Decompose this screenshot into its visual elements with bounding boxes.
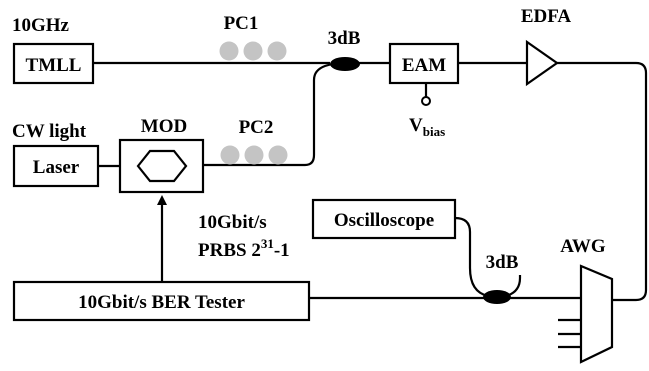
tmll-label: TMLL [26,55,82,76]
pc1-paddle [267,41,287,61]
fiber-osc-coupler [454,216,489,298]
prbs-label: PRBS 231-1 [198,236,290,261]
awg-symbol [579,264,614,364]
pc2-paddle [220,145,240,165]
coupler-top [330,57,360,71]
vbias-label: Vbias [409,115,445,139]
mod-label: MOD [141,116,187,137]
mod-interferometer-icon [136,149,188,183]
pc2-label: PC2 [239,117,274,138]
laser-label: Laser [33,157,80,178]
prbs-exponent: 31 [261,236,274,251]
pc1-paddle [243,41,263,61]
coupler-bottom [483,290,511,304]
ber-tester-box [12,280,311,322]
laser-box [12,144,100,188]
oscilloscope-box [311,198,457,240]
eam-label: EAM [402,55,446,76]
fiber-edfa-awg [557,61,648,302]
pc1-paddle [219,41,239,61]
pc1-label: PC1 [224,13,259,34]
vbias-terminal [421,96,431,106]
coupler-top-label: 3dB [328,28,361,49]
vbias-subscript: bias [423,124,445,139]
ber-tester-label: 10Gbit/s BER Tester [78,292,245,313]
edfa-amplifier-symbol [525,39,559,87]
fiber-mod-coupler [203,62,333,167]
pc1-paddles [219,41,287,61]
data-rate-label: 10Gbit/s [198,212,267,233]
coupler-bottom-label: 3dB [486,252,519,273]
prbs-tail: -1 [274,240,290,261]
tmll-box [12,42,95,85]
pc2-paddle [268,145,288,165]
edfa-label: EDFA [521,6,572,27]
eam-box [388,42,460,85]
pc2-paddles [220,145,288,165]
oscilloscope-label: Oscilloscope [334,210,434,231]
freq-label: 10GHz [12,15,70,36]
cw-light-label: CW light [12,121,87,142]
pc2-paddle [244,145,264,165]
awg-label: AWG [560,236,606,257]
